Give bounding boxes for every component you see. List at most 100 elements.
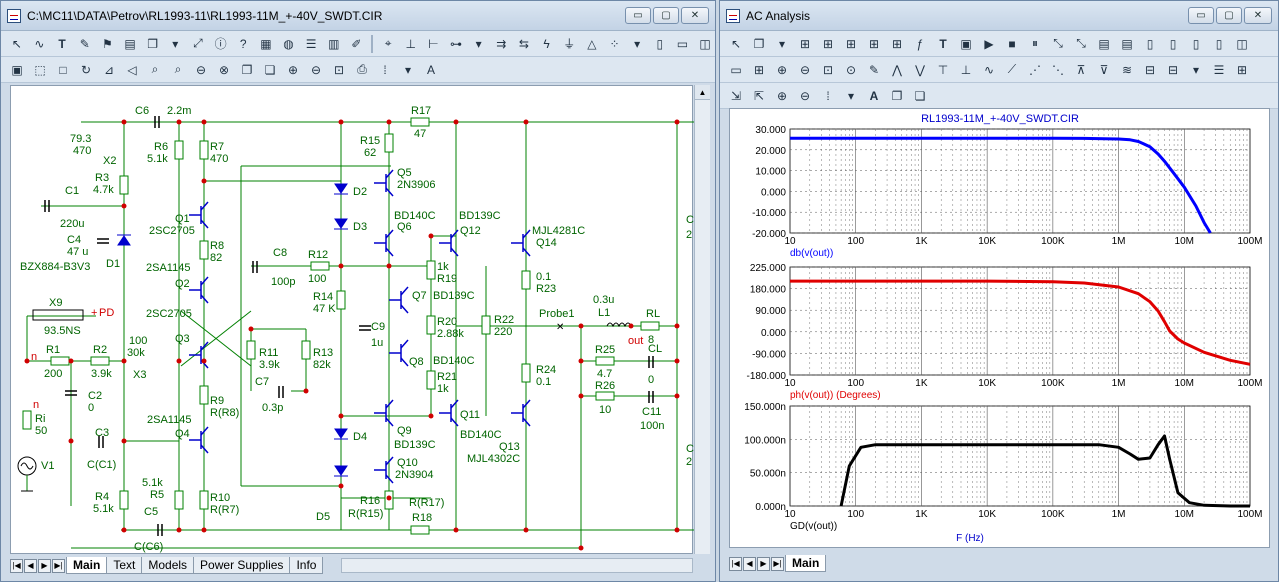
tab-text[interactable]: Text bbox=[106, 557, 143, 574]
ac-next-page-icon[interactable]: ▶ bbox=[757, 556, 770, 571]
ac-last-page-icon[interactable]: ▶| bbox=[771, 556, 784, 571]
ac-scale2-icon[interactable]: ⊞ bbox=[822, 36, 834, 51]
pin-icon[interactable]: ⇉ bbox=[496, 36, 507, 51]
lightning-icon[interactable]: ϟ bbox=[543, 36, 550, 51]
text-tool-icon[interactable]: T bbox=[58, 36, 66, 51]
ac-zoom-out-icon[interactable]: ⊖ bbox=[799, 62, 811, 77]
ac-copy2-icon[interactable]: ❐ bbox=[891, 88, 903, 103]
ac-dropdown-chevron-icon-3[interactable]: ▾ bbox=[847, 88, 855, 103]
close-button[interactable]: ✕ bbox=[681, 7, 709, 24]
ac-top-icon[interactable]: ⊼ bbox=[1076, 62, 1086, 77]
pages-icon[interactable]: ▭ bbox=[676, 36, 689, 51]
info-icon[interactable]: ⓘ bbox=[214, 37, 227, 51]
dropdown-chevron-icon-3[interactable]: ▾ bbox=[634, 36, 641, 51]
scroll-up-icon[interactable]: ▲ bbox=[695, 85, 710, 100]
schematic-vertical-scrollbar[interactable]: ▲ bbox=[694, 85, 710, 554]
ac-view-icon[interactable]: ▭ bbox=[730, 62, 742, 77]
select-box-icon[interactable]: ⬚ bbox=[34, 62, 46, 77]
ac-dropdown-chevron-icon[interactable]: ▾ bbox=[778, 36, 786, 51]
ac-font-icon[interactable]: A bbox=[869, 88, 879, 103]
node-voltage-icon[interactable]: ⊥ bbox=[405, 36, 416, 51]
ac-analysis-window[interactable]: AC Analysis ▭ ▢ ✕ ↖ ❐ ▾ ⊞ ⊞ ⊞ ⊞ ⊞ ƒ T ▣ … bbox=[719, 0, 1279, 582]
ground-icon[interactable]: ⏚ bbox=[563, 37, 576, 51]
ac-maximize-button[interactable]: ▢ bbox=[1216, 7, 1242, 24]
ac-scale3-icon[interactable]: ⊞ bbox=[845, 36, 857, 51]
ac-function-icon[interactable]: ƒ bbox=[916, 36, 924, 51]
ac-page3-icon[interactable]: ▯ bbox=[1192, 36, 1200, 51]
wire-icon[interactable]: ∿ bbox=[34, 36, 45, 51]
ac-run-icon[interactable]: ▶ bbox=[984, 36, 994, 51]
tab-main[interactable]: Main bbox=[66, 557, 108, 574]
ac-fit2-icon[interactable]: ⇱ bbox=[753, 88, 765, 103]
ac-copy-icon[interactable]: ❐ bbox=[753, 36, 765, 51]
tab-info[interactable]: Info bbox=[289, 557, 324, 574]
ac-grid-icon[interactable]: ⊞ bbox=[753, 62, 765, 77]
ac-close-button[interactable]: ✕ bbox=[1244, 7, 1272, 24]
ac-valley-icon[interactable]: ⋁ bbox=[915, 62, 925, 77]
probe-marker[interactable]: ✕ bbox=[556, 322, 564, 333]
tab-models[interactable]: Models bbox=[141, 557, 195, 574]
rotate-icon[interactable]: ↻ bbox=[80, 62, 92, 77]
ac-global-low-icon[interactable]: ⋱ bbox=[1052, 62, 1064, 77]
grid-icon[interactable]: ▦ bbox=[260, 36, 272, 51]
mirror-icon[interactable]: ⊿ bbox=[103, 62, 115, 77]
ac-slope-icon[interactable]: ⟋ bbox=[1007, 62, 1017, 76]
stop-icon[interactable]: ⊖ bbox=[195, 62, 207, 77]
ac-prev-page-icon[interactable]: ◀ bbox=[743, 556, 756, 571]
window-icon[interactable]: ◫ bbox=[699, 36, 711, 51]
ac-properties-icon[interactable]: ▣ bbox=[960, 36, 972, 51]
zoom-out-icon[interactable]: ⊖ bbox=[310, 62, 322, 77]
tab-power-supplies[interactable]: Power Supplies bbox=[193, 557, 291, 574]
dropdown-chevron-icon-4[interactable]: ▾ bbox=[404, 62, 412, 77]
ac-stepping2-icon[interactable]: ▤ bbox=[1121, 36, 1133, 51]
dropdown-chevron-icon[interactable]: ▾ bbox=[172, 36, 179, 51]
ac-page-icon[interactable]: ▯ bbox=[1146, 36, 1154, 51]
ac-label-icon[interactable]: ⊟ bbox=[1144, 62, 1156, 77]
list-icon[interactable]: ☰ bbox=[305, 36, 317, 51]
flag-icon[interactable]: ⚑ bbox=[102, 36, 113, 51]
find-icon[interactable]: ⌕ bbox=[151, 62, 159, 76]
blank-box-icon[interactable]: □ bbox=[59, 62, 67, 77]
ac-scale4-icon[interactable]: ⊞ bbox=[868, 36, 880, 51]
probe-icon[interactable]: ⤢ bbox=[193, 36, 203, 50]
last-page-icon[interactable]: ▶| bbox=[52, 558, 65, 573]
ac-fit-icon[interactable]: ⇲ bbox=[730, 88, 742, 103]
ac-zoom-in2-icon[interactable]: ⊕ bbox=[776, 88, 788, 103]
ac-grid-dropdown-icon[interactable]: ⁞ bbox=[826, 88, 830, 103]
find-next-icon[interactable]: ⌕ bbox=[174, 62, 182, 76]
ac-stepping-icon[interactable]: ▤ bbox=[1098, 36, 1110, 51]
paste-icon[interactable]: ❏ bbox=[264, 62, 276, 77]
ac-tab-main[interactable]: Main bbox=[785, 555, 827, 572]
ac-page4-icon[interactable]: ▯ bbox=[1215, 36, 1223, 51]
help-icon[interactable]: ? bbox=[239, 36, 247, 51]
ac-zoom-region-icon[interactable]: ⊙ bbox=[845, 62, 857, 77]
prev-page-icon[interactable]: ◀ bbox=[24, 558, 37, 573]
zoom-fit-icon[interactable]: ⊡ bbox=[333, 62, 345, 77]
ac-global-high-icon[interactable]: ⋰ bbox=[1029, 62, 1041, 77]
ac-bottom-icon[interactable]: ⊽ bbox=[1099, 62, 1109, 77]
component-icon[interactable]: ▤ bbox=[124, 36, 136, 51]
schematic-horizontal-scrollbar[interactable] bbox=[341, 558, 693, 573]
ac-zoom-fit-icon[interactable]: ⊡ bbox=[822, 62, 834, 77]
ac-edit-icon[interactable]: ✎ bbox=[868, 62, 880, 77]
ac-cursor2-icon[interactable]: ⤡ bbox=[1076, 36, 1086, 50]
minimize-button[interactable]: ▭ bbox=[625, 7, 651, 24]
maximize-button[interactable]: ▢ bbox=[653, 7, 679, 24]
ac-scale5-icon[interactable]: ⊞ bbox=[891, 36, 903, 51]
table-icon[interactable]: ▥ bbox=[328, 36, 340, 51]
schematic-window[interactable]: C:\MC11\DATA\Petrov\RL1993-11\RL1993-11M… bbox=[0, 0, 716, 582]
pin-swap-icon[interactable]: ⇆ bbox=[518, 36, 529, 51]
cancel-icon[interactable]: ⊗ bbox=[218, 62, 230, 77]
schematic-canvas[interactable]: ✕ bbox=[10, 85, 694, 554]
ac-text-icon[interactable]: T bbox=[939, 36, 947, 51]
page-icon[interactable]: ▯ bbox=[656, 36, 664, 51]
copy-icon[interactable]: ❐ bbox=[147, 36, 159, 51]
flip-icon[interactable]: ◁ bbox=[127, 62, 137, 77]
zoom-in-icon[interactable]: ⊕ bbox=[287, 62, 299, 77]
ac-dropdown-chevron-icon-2[interactable]: ▾ bbox=[1192, 62, 1200, 77]
node-current-icon[interactable]: ⊢ bbox=[428, 36, 439, 51]
font-icon[interactable]: A bbox=[426, 62, 435, 77]
properties-icon[interactable]: ▣ bbox=[11, 62, 23, 77]
ac-paste-icon[interactable]: ❏ bbox=[914, 88, 926, 103]
